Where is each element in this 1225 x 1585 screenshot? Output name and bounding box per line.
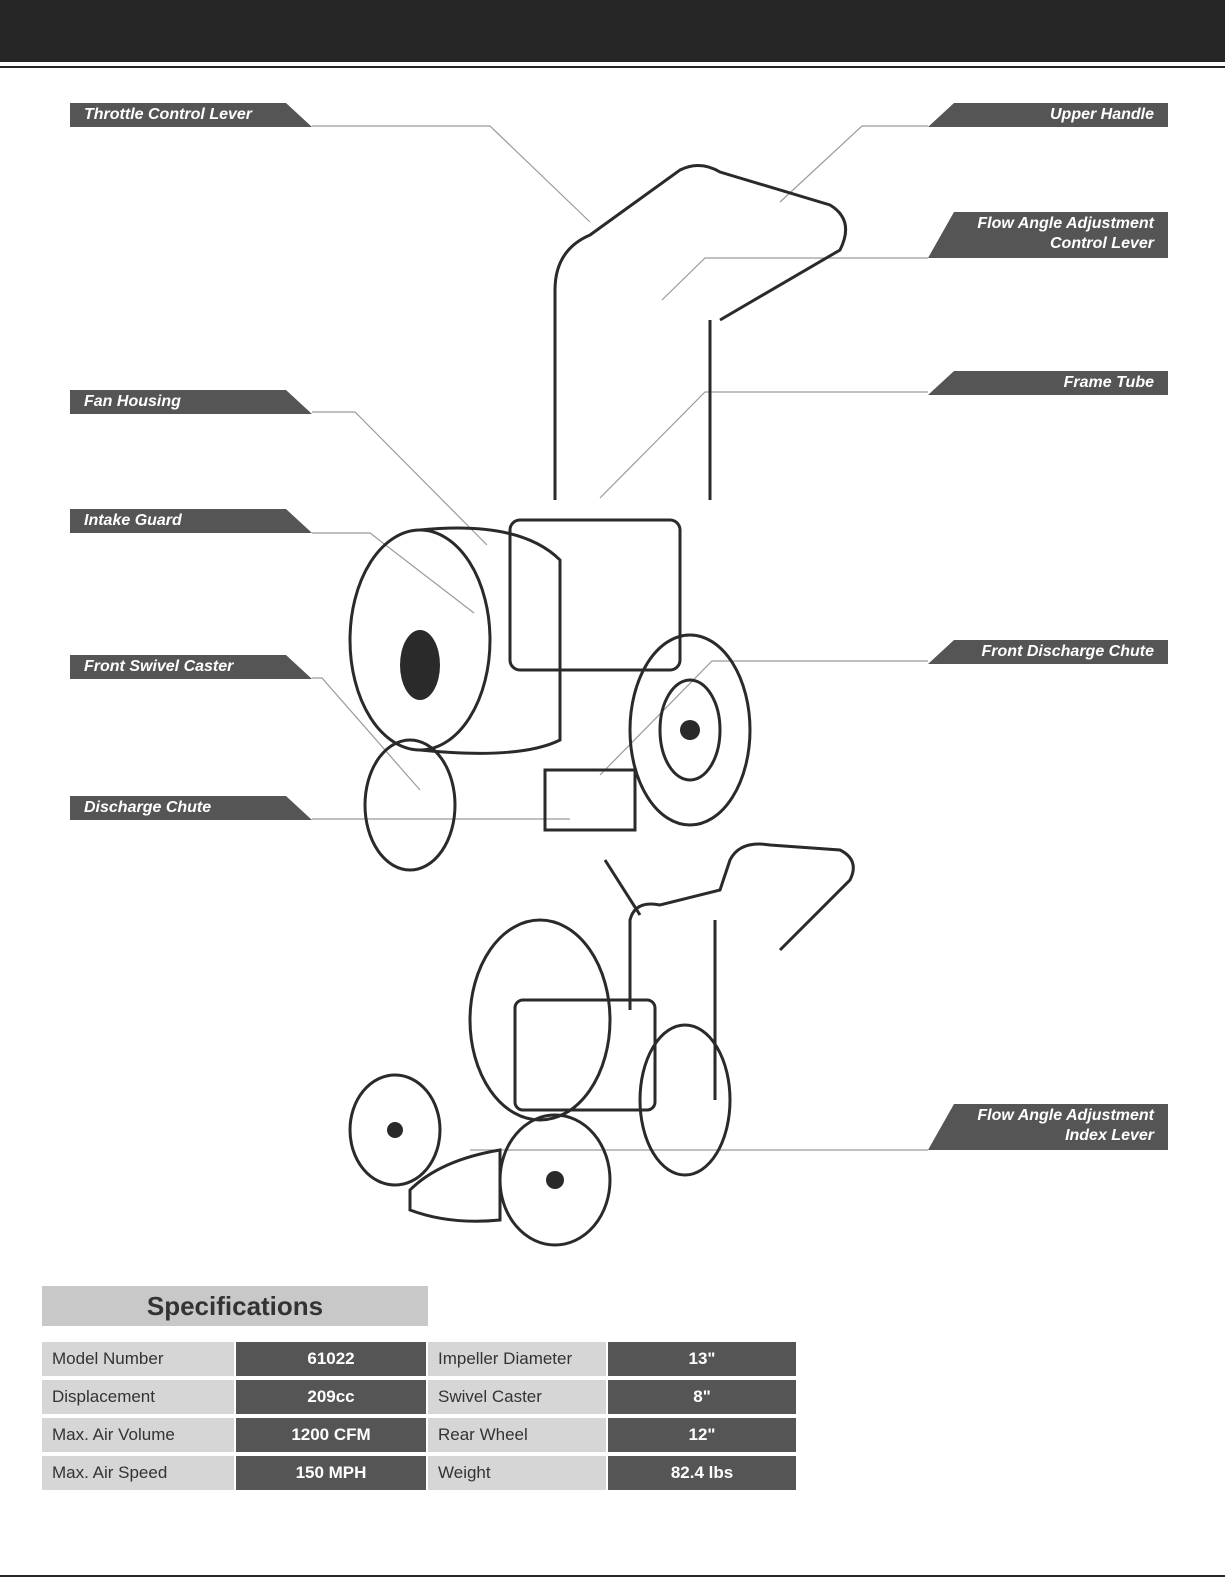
spec-label: Max. Air Volume: [42, 1418, 234, 1452]
spec-value: 8": [608, 1380, 796, 1414]
spec-label: Displacement: [42, 1380, 234, 1414]
callout-discharge-chute: Discharge Chute: [70, 796, 312, 820]
blower-illustration: [312, 125, 928, 1247]
spec-value: 1200 CFM: [236, 1418, 426, 1452]
footer-rule: [0, 1575, 1225, 1577]
callout-throttle-control-lever: Throttle Control Lever: [70, 103, 312, 127]
spec-value: 13": [608, 1342, 796, 1376]
header-rule: [0, 66, 1225, 68]
spec-value: 61022: [236, 1342, 426, 1376]
callout-front-discharge-chute: Front Discharge Chute: [928, 640, 1168, 664]
spec-label: Swivel Caster: [428, 1380, 606, 1414]
spec-label: Impeller Diameter: [428, 1342, 606, 1376]
specifications-title: Specifications: [42, 1286, 428, 1326]
spec-label: Max. Air Speed: [42, 1456, 234, 1490]
spec-value: 209cc: [236, 1380, 426, 1414]
callout-upper-handle: Upper Handle: [928, 103, 1168, 127]
callout-front-swivel-caster: Front Swivel Caster: [70, 655, 312, 679]
callout-intake-guard: Intake Guard: [70, 509, 312, 533]
spec-value: 150 MPH: [236, 1456, 426, 1490]
spec-value: 82.4 lbs: [608, 1456, 796, 1490]
callout-frame-tube: Frame Tube: [928, 371, 1168, 395]
header-bar: [0, 0, 1225, 62]
spec-label: Model Number: [42, 1342, 234, 1376]
spec-label: Weight: [428, 1456, 606, 1490]
spec-value: 12": [608, 1418, 796, 1452]
spec-label: Rear Wheel: [428, 1418, 606, 1452]
callout-fan-housing: Fan Housing: [70, 390, 312, 414]
